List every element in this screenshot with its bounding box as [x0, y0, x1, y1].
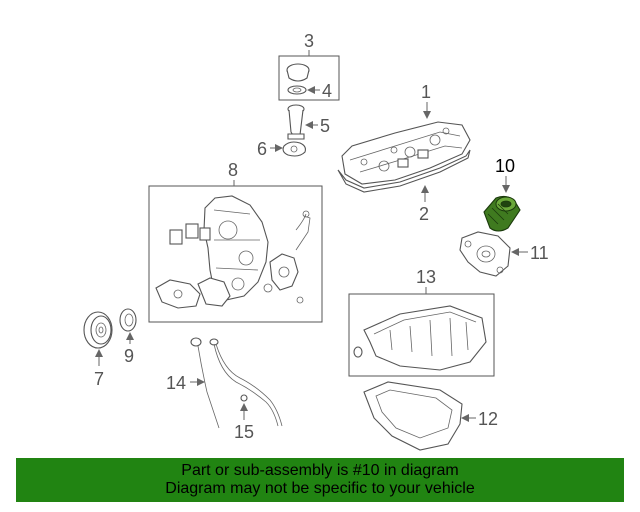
callout-11: 11	[530, 243, 549, 263]
exploded-parts-diagram: 1 2 3 4 5 6 7 8 9 10 11 12 13 14 15	[83, 31, 549, 451]
part-14-oil-dipstick[interactable]	[190, 337, 220, 429]
part-10-oil-filter[interactable]	[483, 176, 521, 232]
part-12-oil-pan-lower[interactable]	[363, 381, 476, 451]
callout-12: 12	[478, 409, 498, 429]
part-11-oil-filter-bracket[interactable]	[459, 231, 528, 277]
callout-14: 14	[166, 373, 186, 393]
part-5-oil-filler-pipe[interactable]	[287, 104, 318, 140]
part-7-crankshaft-pulley[interactable]	[83, 311, 113, 366]
callout-7: 7	[94, 369, 104, 389]
banner-line-disclaimer: Diagram may not be specific to your vehi…	[165, 480, 475, 497]
part-6-gasket[interactable]	[270, 141, 306, 157]
part-9-oil-seal[interactable]	[119, 308, 137, 344]
part-15-dipstick-guide[interactable]	[209, 338, 283, 427]
callout-13: 13	[416, 267, 436, 287]
part-8-timing-cover-assembly[interactable]	[148, 180, 323, 323]
callout-8: 8	[228, 160, 238, 180]
callout-3: 3	[304, 31, 314, 51]
callout-15: 15	[234, 422, 254, 442]
part-notice-banner: Part or sub-assembly is #10 in diagram D…	[16, 458, 624, 502]
callout-9: 9	[124, 346, 134, 366]
part-3-oil-filler-cap-group[interactable]	[278, 50, 340, 101]
callout-6: 6	[257, 139, 267, 159]
part-13-oil-pan-assembly[interactable]	[348, 287, 495, 377]
banner-line-part: Part or sub-assembly is #10 in diagram	[181, 462, 459, 479]
callout-4: 4	[322, 81, 332, 101]
callout-1: 1	[421, 82, 431, 102]
part-2-head-cover-gasket[interactable]	[337, 149, 471, 202]
part-1-cylinder-head-cover[interactable]	[341, 102, 471, 185]
callout-10: 10	[495, 156, 515, 176]
callout-2: 2	[419, 204, 429, 224]
callout-5: 5	[320, 116, 330, 136]
